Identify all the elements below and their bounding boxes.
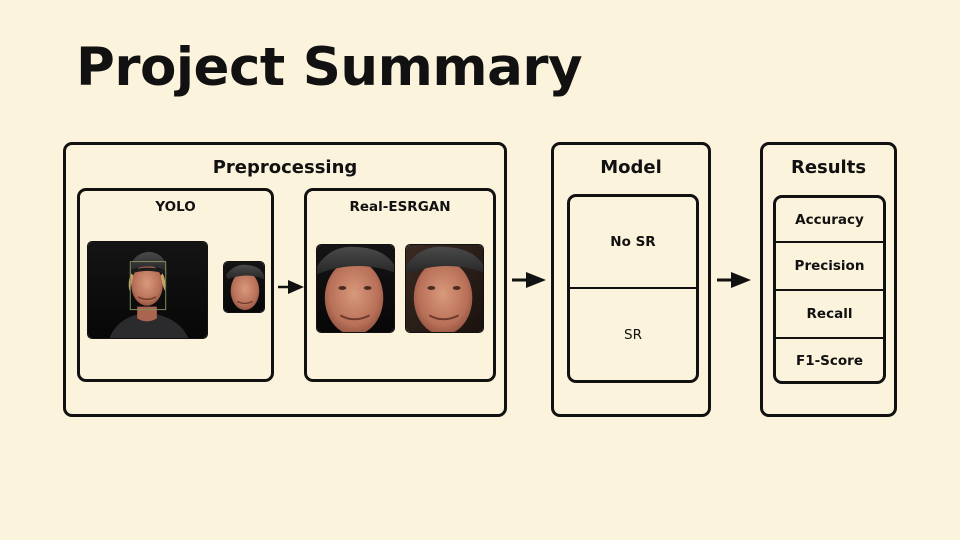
model-title: Model [600, 157, 662, 178]
arrow-right-icon [278, 279, 304, 295]
yolo-panel: YOLO [77, 188, 304, 382]
metric-recall: Recall [776, 291, 883, 339]
results-panel: Results Accuracy Precision Recall F1-Sco… [760, 142, 897, 417]
yolo-cropped-face [223, 261, 265, 313]
esrgan-face-high [405, 244, 484, 333]
real-esrgan-title: Real-ESRGAN [349, 199, 451, 215]
results-title: Results [790, 157, 867, 178]
model-option-sr: SR [624, 327, 642, 343]
preprocessing-panel: Preprocessing YOLO [63, 142, 507, 417]
page-title: Project Summary [76, 37, 583, 98]
preprocessing-title: Preprocessing [212, 157, 358, 178]
arrow-right-icon [512, 271, 546, 289]
metric-accuracy: Accuracy [776, 198, 883, 243]
esrgan-face-low [316, 244, 395, 333]
metric-precision: Precision [776, 243, 883, 291]
yolo-title: YOLO [155, 199, 196, 215]
model-options: No SR SR [567, 194, 699, 383]
metric-f1-score: F1-Score [795, 352, 864, 369]
model-option-no-sr: No SR [570, 197, 696, 289]
model-panel: Model No SR SR [551, 142, 711, 417]
yolo-detection-photo [87, 241, 208, 339]
results-metrics: Accuracy Precision Recall F1-Score [773, 195, 886, 384]
real-esrgan-panel: Real-ESRGAN [304, 188, 496, 382]
arrow-right-icon [717, 271, 751, 289]
